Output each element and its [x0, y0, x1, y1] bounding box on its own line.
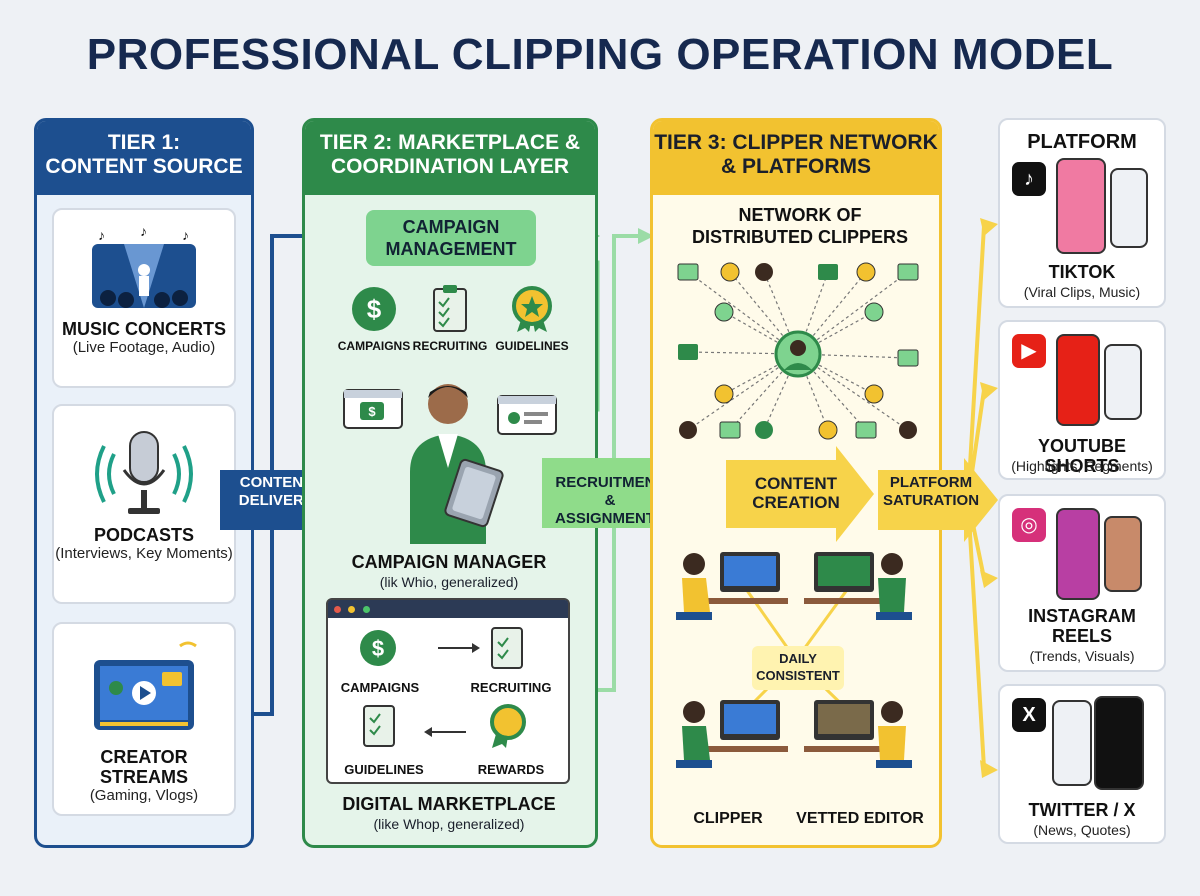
platform-saturation-label: PLATFORM SATURATION [882, 474, 980, 509]
source-title: PODCASTS [93, 525, 194, 545]
platform-card-instagram[interactable]: ◎ INSTAGRAM REELS (Trends, Visuals) [998, 494, 1166, 672]
tier1-heading-line2: CONTENT SOURCE [45, 155, 243, 178]
digital-marketplace-sub: (like Whop, generalized) [373, 816, 525, 832]
source-title: MUSIC CONCERTS [61, 319, 226, 339]
platform-saturation-arrow [878, 458, 998, 542]
phone-mockup [1104, 344, 1142, 420]
platform-title: TIKTOK [1048, 262, 1116, 282]
platform-card-twitter[interactable]: X TWITTER / X (News, Quotes) [998, 684, 1166, 844]
phone-mockup [1110, 168, 1148, 248]
marketplace-window [326, 598, 570, 784]
concert-icon: ♪ ♪ ♪ [92, 223, 196, 308]
marketplace-diagram: $ [360, 627, 526, 748]
tier1-heading-line1: TIER 1: [107, 131, 181, 154]
platform-title: TWITTER / X [1028, 800, 1136, 820]
editors-illustration [676, 552, 912, 768]
stream-monitor-icon [94, 641, 197, 730]
guidelines-tile[interactable]: GUIDELINES [490, 284, 574, 353]
campaigns-tile[interactable]: $ CAMPAIGNS [334, 284, 414, 353]
svg-text:$: $ [367, 294, 382, 324]
content-delivery-label: CONTENT DELIVERY [238, 474, 314, 509]
market-guidelines-label: GUIDELINES [344, 762, 424, 777]
platform-title: YOUTUBE SHORTS [1037, 436, 1126, 476]
phone-mockup [1056, 508, 1100, 600]
platform-sub: (Viral Clips, Music) [1023, 284, 1141, 300]
campaign-manager-title: CAMPAIGN MANAGER [351, 552, 547, 572]
recruiting-label: RECRUITING [412, 339, 488, 353]
recruiting-tile[interactable]: RECRUITING [410, 284, 490, 353]
tier3-heading-line1: TIER 3: CLIPPER NETWORK [654, 131, 938, 154]
source-sub: (Gaming, Vlogs) [89, 787, 199, 804]
phone-mockup [1052, 700, 1092, 786]
network-title: NETWORK OF DISTRIBUTED CLIPPERS [691, 205, 909, 247]
instagram-icon: ◎ [1012, 508, 1046, 542]
tier2-heading-line2: COORDINATION LAYER [330, 155, 569, 178]
platform-heading: PLATFORM [1027, 131, 1137, 153]
source-sub: (Interviews, Key Moments) [55, 545, 233, 562]
platform-sub: (News, Quotes) [1033, 822, 1131, 838]
svg-text:$: $ [372, 636, 384, 661]
source-card-podcast[interactable]: PODCASTS (Interviews, Key Moments) [52, 404, 236, 604]
recruitment-label: RECRUITMENT & ASSIGNMENTS [554, 474, 665, 527]
tier2-heading: TIER 2: MARKETPLACE & COORDINATION LAYER [305, 121, 595, 195]
platform-sub: (Highlights, Segments) [1011, 458, 1153, 474]
clipper-network-graph [677, 262, 919, 440]
content-creation-arrow [726, 446, 874, 542]
clipboard-icon [433, 285, 467, 332]
tier1-heading: TIER 1: CONTENT SOURCE [37, 121, 251, 195]
phone-mockup [1056, 158, 1106, 254]
svg-text:♪: ♪ [140, 224, 147, 239]
tier3-heading-line2: & PLATFORMS [720, 155, 872, 178]
microphone-icon [95, 431, 193, 514]
dollar-icon: $ [352, 287, 396, 331]
youtube-icon: ▶ [1012, 334, 1046, 368]
campaign-manager-sub: (lik Whio, generalized) [379, 574, 519, 590]
source-card-music[interactable]: ♪ ♪ ♪ MUSIC CONCERTS (Live Footage, Audi… [52, 208, 236, 388]
platform-card-youtube[interactable]: ▶ YOUTUBE SHORTS (Highlights, Segments) [998, 320, 1166, 480]
campaign-manager-illustration: $ [343, 384, 557, 544]
tier2-heading-line1: TIER 2: MARKETPLACE & [319, 131, 581, 154]
x-icon: X [1012, 698, 1046, 732]
campaign-management-box[interactable]: CAMPAIGN MANAGEMENT [366, 210, 536, 266]
tier3-heading: TIER 3: CLIPPER NETWORK & PLATFORMS [653, 121, 939, 195]
phone-mockup [1056, 334, 1100, 426]
source-sub: (Live Footage, Audio) [72, 339, 216, 356]
platform-sub: (Trends, Visuals) [1029, 648, 1135, 664]
svg-text:♪: ♪ [182, 227, 189, 243]
tiktok-icon: ♪ [1012, 162, 1046, 196]
market-recruiting-label: RECRUITING [470, 680, 552, 695]
content-creation-label: CONTENT CREATION [752, 474, 840, 512]
source-card-streams[interactable]: CREATOR STREAMS (Gaming, Vlogs) [52, 622, 236, 816]
daily-consistent-badge: DAILY CONSISTENT [752, 646, 844, 690]
platform-title: INSTAGRAM REELS [1028, 606, 1136, 646]
digital-marketplace-title: DIGITAL MARKETPLACE [342, 794, 556, 814]
award-badge-icon [512, 286, 552, 332]
guidelines-label: GUIDELINES [495, 339, 569, 353]
phone-mockup [1104, 516, 1142, 592]
svg-text:$: $ [368, 404, 376, 419]
page-title: PROFESSIONAL CLIPPING OPERATION MODEL [86, 30, 1114, 79]
svg-text:♪: ♪ [98, 227, 105, 243]
market-campaigns-label: CAMPAIGNS [340, 680, 420, 695]
window-titlebar [328, 600, 568, 618]
platform-card-tiktok[interactable]: PLATFORM ♪ TIKTOK (Viral Clips, Music) [998, 118, 1166, 308]
market-rewards-label: REWARDS [477, 762, 545, 777]
vetted-editor-label: VETTED EDITOR [796, 810, 924, 827]
clipper-label: CLIPPER [693, 810, 763, 827]
campaigns-label: CAMPAIGNS [337, 339, 411, 353]
source-title: CREATOR STREAMS [99, 747, 188, 787]
phone-mockup [1094, 696, 1144, 790]
